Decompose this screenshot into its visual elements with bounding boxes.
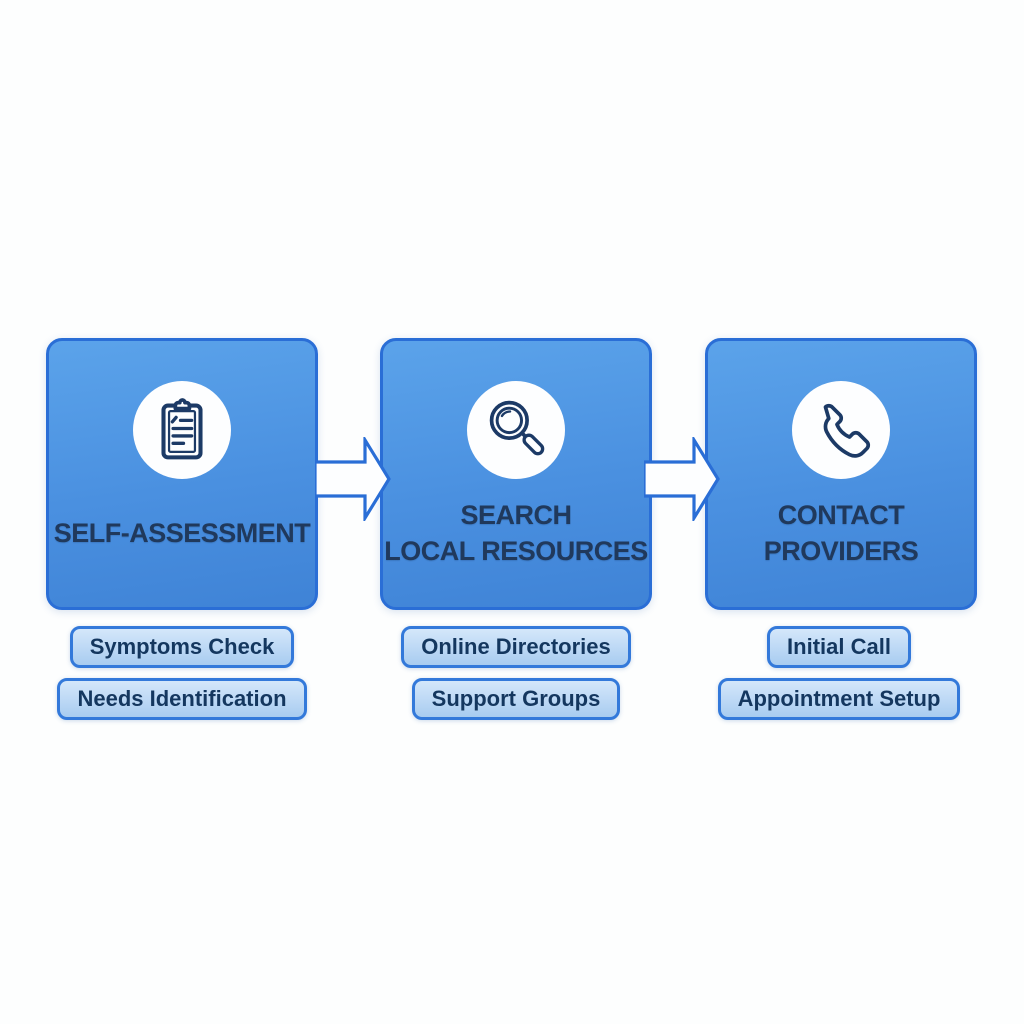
substeps-search-local-resources: Online Directories Support Groups	[380, 626, 652, 720]
step-title-line: LOCAL RESOURCES	[384, 536, 648, 566]
substeps-contact-providers: Initial Call Appointment Setup	[703, 626, 975, 720]
search-icon	[489, 400, 545, 456]
icon-circle	[133, 381, 231, 479]
step-title-line: SELF-ASSESSMENT	[53, 518, 311, 548]
substep-pill-needs-identification: Needs Identification	[57, 678, 307, 720]
step-title-line: PROVIDERS	[763, 536, 919, 566]
icon-circle	[467, 381, 565, 479]
step-title-contact-providers: CONTACT PROVIDERS	[764, 487, 919, 579]
step-box-contact-providers: CONTACT PROVIDERS	[705, 338, 977, 610]
substep-pill-support-groups: Support Groups	[411, 678, 621, 720]
step-title-line: SEARCH	[460, 500, 572, 530]
phone-icon	[823, 403, 871, 458]
step-title-line: CONTACT	[777, 500, 905, 530]
step-box-search-local-resources: SEARCH LOCAL RESOURCES	[380, 338, 652, 610]
step-title-self-assessment: SELF-ASSESSMENT	[54, 487, 311, 579]
arrow-right-icon	[315, 437, 391, 521]
substep-pill-online-directories: Online Directories	[401, 626, 631, 668]
substep-pill-symptoms-check: Symptoms Check	[69, 626, 295, 668]
step-box-self-assessment: SELF-ASSESSMENT	[46, 338, 318, 610]
substep-pill-appointment-setup: Appointment Setup	[717, 678, 961, 720]
arrow-right-icon	[644, 437, 720, 521]
substep-pill-initial-call: Initial Call	[767, 626, 911, 668]
icon-circle	[792, 381, 890, 479]
step-title-search-local-resources: SEARCH LOCAL RESOURCES	[384, 487, 648, 579]
substeps-self-assessment: Symptoms Check Needs Identification	[46, 626, 318, 720]
clipboard-icon	[161, 398, 203, 460]
